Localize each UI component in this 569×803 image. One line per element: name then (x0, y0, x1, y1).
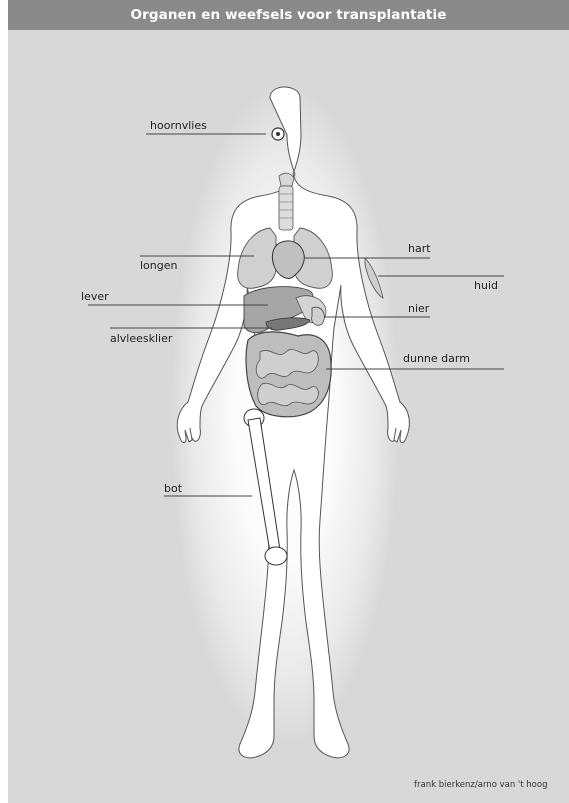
label-hoornvlies: hoornvlies (150, 119, 207, 132)
body-silhouette (186, 87, 402, 758)
label-hart: hart (408, 242, 431, 255)
anatomy-illustration (8, 0, 569, 803)
label-nier: nier (408, 302, 429, 315)
label-huid: huid (474, 279, 498, 292)
trachea (279, 173, 294, 230)
skin-patch (365, 258, 383, 298)
cornea-eye-icon (272, 128, 284, 140)
credit-text: frank bierkenz/arno van 't hoog (414, 780, 547, 790)
label-lever: lever (81, 290, 109, 303)
label-dunne-darm: dunne darm (403, 352, 470, 365)
label-alvleesklier: alvleesklier (110, 332, 172, 345)
intestines (246, 332, 331, 417)
diagram-frame: Organen en weefsels voor transplantatie (8, 0, 569, 803)
label-longen: longen (140, 259, 177, 272)
label-bot: bot (164, 482, 182, 495)
